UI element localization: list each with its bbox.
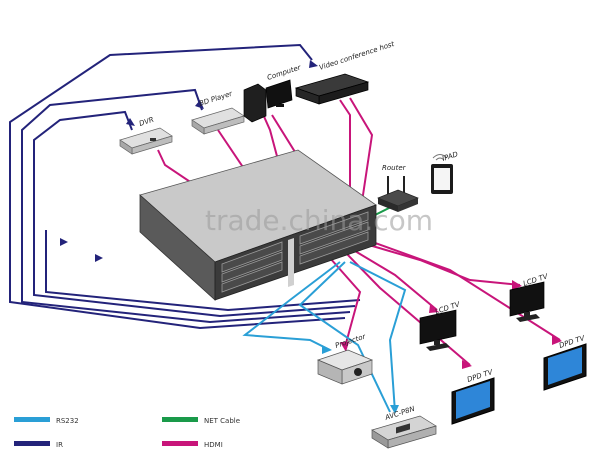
legend-swatch-ir [14,441,50,446]
label-video-conference-host: Video conference host [318,40,395,72]
rs232-avc [349,261,407,413]
dpd-tv-1-device [451,377,495,425]
ir-arrow-dvr [126,118,135,126]
hdmi-vch-1 [339,99,351,210]
ir-cable-2 [21,88,351,324]
hdmi-arrow-dpd2 [552,335,562,345]
card-row-6 [299,231,369,265]
ir-arrow-left-2 [95,254,103,262]
chassis-divider [288,238,294,287]
legend-swatch-net-cable [162,417,198,422]
label-dvr: DVR [138,116,155,128]
computer-device [243,79,293,123]
hdmi-arrow-lcd1 [512,280,522,290]
legend-item-net-cable: NET Cable [162,417,240,425]
projector-device [317,349,373,385]
rs232-projector [242,261,341,351]
dpd-tv-2-device [543,343,587,391]
legend-label-rs232: RS232 [56,417,79,425]
router-device [377,176,419,212]
lcd-tv-2-device [419,309,457,351]
hdmi-out-lcd1 [344,237,521,286]
ir-arrow-left-1 [60,238,68,246]
ir-arrows [60,60,318,262]
rs232-arrow-projector [322,345,332,354]
legend-label-ir: IR [56,441,63,449]
label-bd-player: BD Player [198,89,234,108]
chassis-cards [221,211,369,293]
card-row-4 [299,211,369,245]
hdmi-vch-2 [349,97,374,216]
card-row-5 [299,221,369,255]
ir-arrow-vch [309,60,318,68]
label-router: Router [382,164,407,172]
rs232-cables [242,261,407,413]
ipad-device [431,164,453,194]
legend: RS232 NET Cable IR HDMI [14,417,240,449]
rs232-avc-2 [298,261,391,413]
avc-p8n-device [371,415,437,449]
dvr-device [119,127,173,155]
card-row-2 [221,251,283,283]
legend-swatch-hdmi [162,441,198,446]
label-ipad: IPAD [441,150,459,163]
legend-label-net-cable: NET Cable [204,417,240,425]
wifi-icon [432,154,448,161]
hdmi-arrows [340,280,562,369]
legend-item-hdmi: HDMI [162,441,223,449]
ir-cables [9,43,361,330]
ir-cable-4 [45,230,361,312]
rs232-arrow-avc [390,405,399,414]
hdmi-arrow-dpd1 [462,360,472,369]
legend-item-rs232: RS232 [14,417,79,425]
card-row-1 [221,241,283,273]
hdmi-arrow-lcd2 [429,305,439,313]
hdmi-arrow-projector [340,342,349,352]
computer-tower [243,83,267,123]
ir-cable-1 [9,43,346,330]
video-conference-host-device [294,73,370,105]
hdmi-out-lcd2 [344,244,438,311]
hdmi-out-projector [329,257,362,348]
card-row-3 [221,261,283,293]
computer-monitor [265,79,293,109]
legend-swatch-rs232 [14,417,50,422]
ir-cable-3 [33,110,356,318]
legend-label-hdmi: HDMI [204,441,223,449]
ir-arrow-bd [195,100,204,109]
watermark-text: trade.china.com [205,204,433,237]
lcd-tv-1-device [509,281,545,322]
legend-item-ir: IR [14,441,63,449]
rs232-arrows [322,345,399,414]
label-projector: Projector [334,332,367,350]
matrix-chassis [139,149,377,301]
label-computer: Computer [266,63,303,82]
bd-player-device [191,107,245,135]
